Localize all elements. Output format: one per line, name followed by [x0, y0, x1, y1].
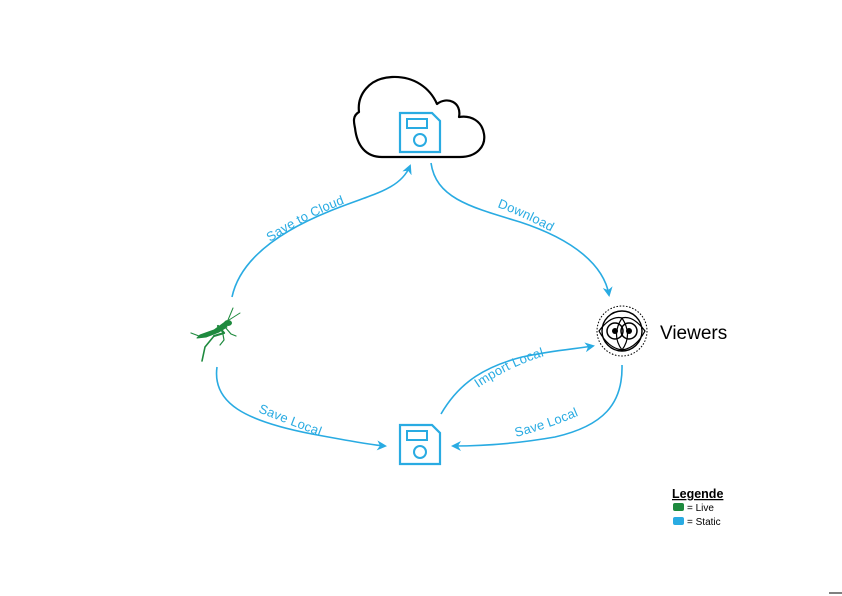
label-save-local-right: Save Local	[513, 404, 580, 439]
local-disk-node	[398, 423, 442, 466]
edge-save-local-right	[451, 364, 623, 451]
floppy-disk-icon	[398, 423, 442, 466]
grasshopper-icon	[190, 307, 241, 362]
legend-label-live: = Live	[687, 503, 714, 514]
grasshopper-node	[190, 307, 241, 362]
edge-labels: Save to Cloud Download Save Local Import…	[257, 192, 580, 440]
legend-swatch-static	[673, 517, 684, 525]
legend-swatch-live	[673, 503, 684, 511]
edge-save-to-cloud	[231, 164, 412, 298]
label-save-to-cloud: Save to Cloud	[263, 192, 345, 244]
label-save-local-left: Save Local	[257, 401, 324, 439]
cloud-icon	[352, 75, 486, 159]
cloud-node	[352, 75, 486, 159]
label-import-local: Import Local	[471, 345, 545, 391]
edge-save-local-left	[215, 366, 387, 451]
connectors	[215, 162, 623, 451]
legend-label-static: = Static	[687, 517, 721, 528]
legend: Legende = Live = Static	[672, 487, 723, 528]
floppy-disk-icon	[398, 111, 442, 154]
viewers-label: Viewers	[660, 323, 727, 344]
viewers-eye-icon	[596, 305, 648, 357]
legend-title: Legende	[672, 487, 723, 501]
label-download: Download	[496, 196, 557, 235]
edge-import-local	[440, 342, 595, 415]
edge-download	[430, 162, 613, 297]
viewers-node: Viewers	[596, 305, 727, 357]
